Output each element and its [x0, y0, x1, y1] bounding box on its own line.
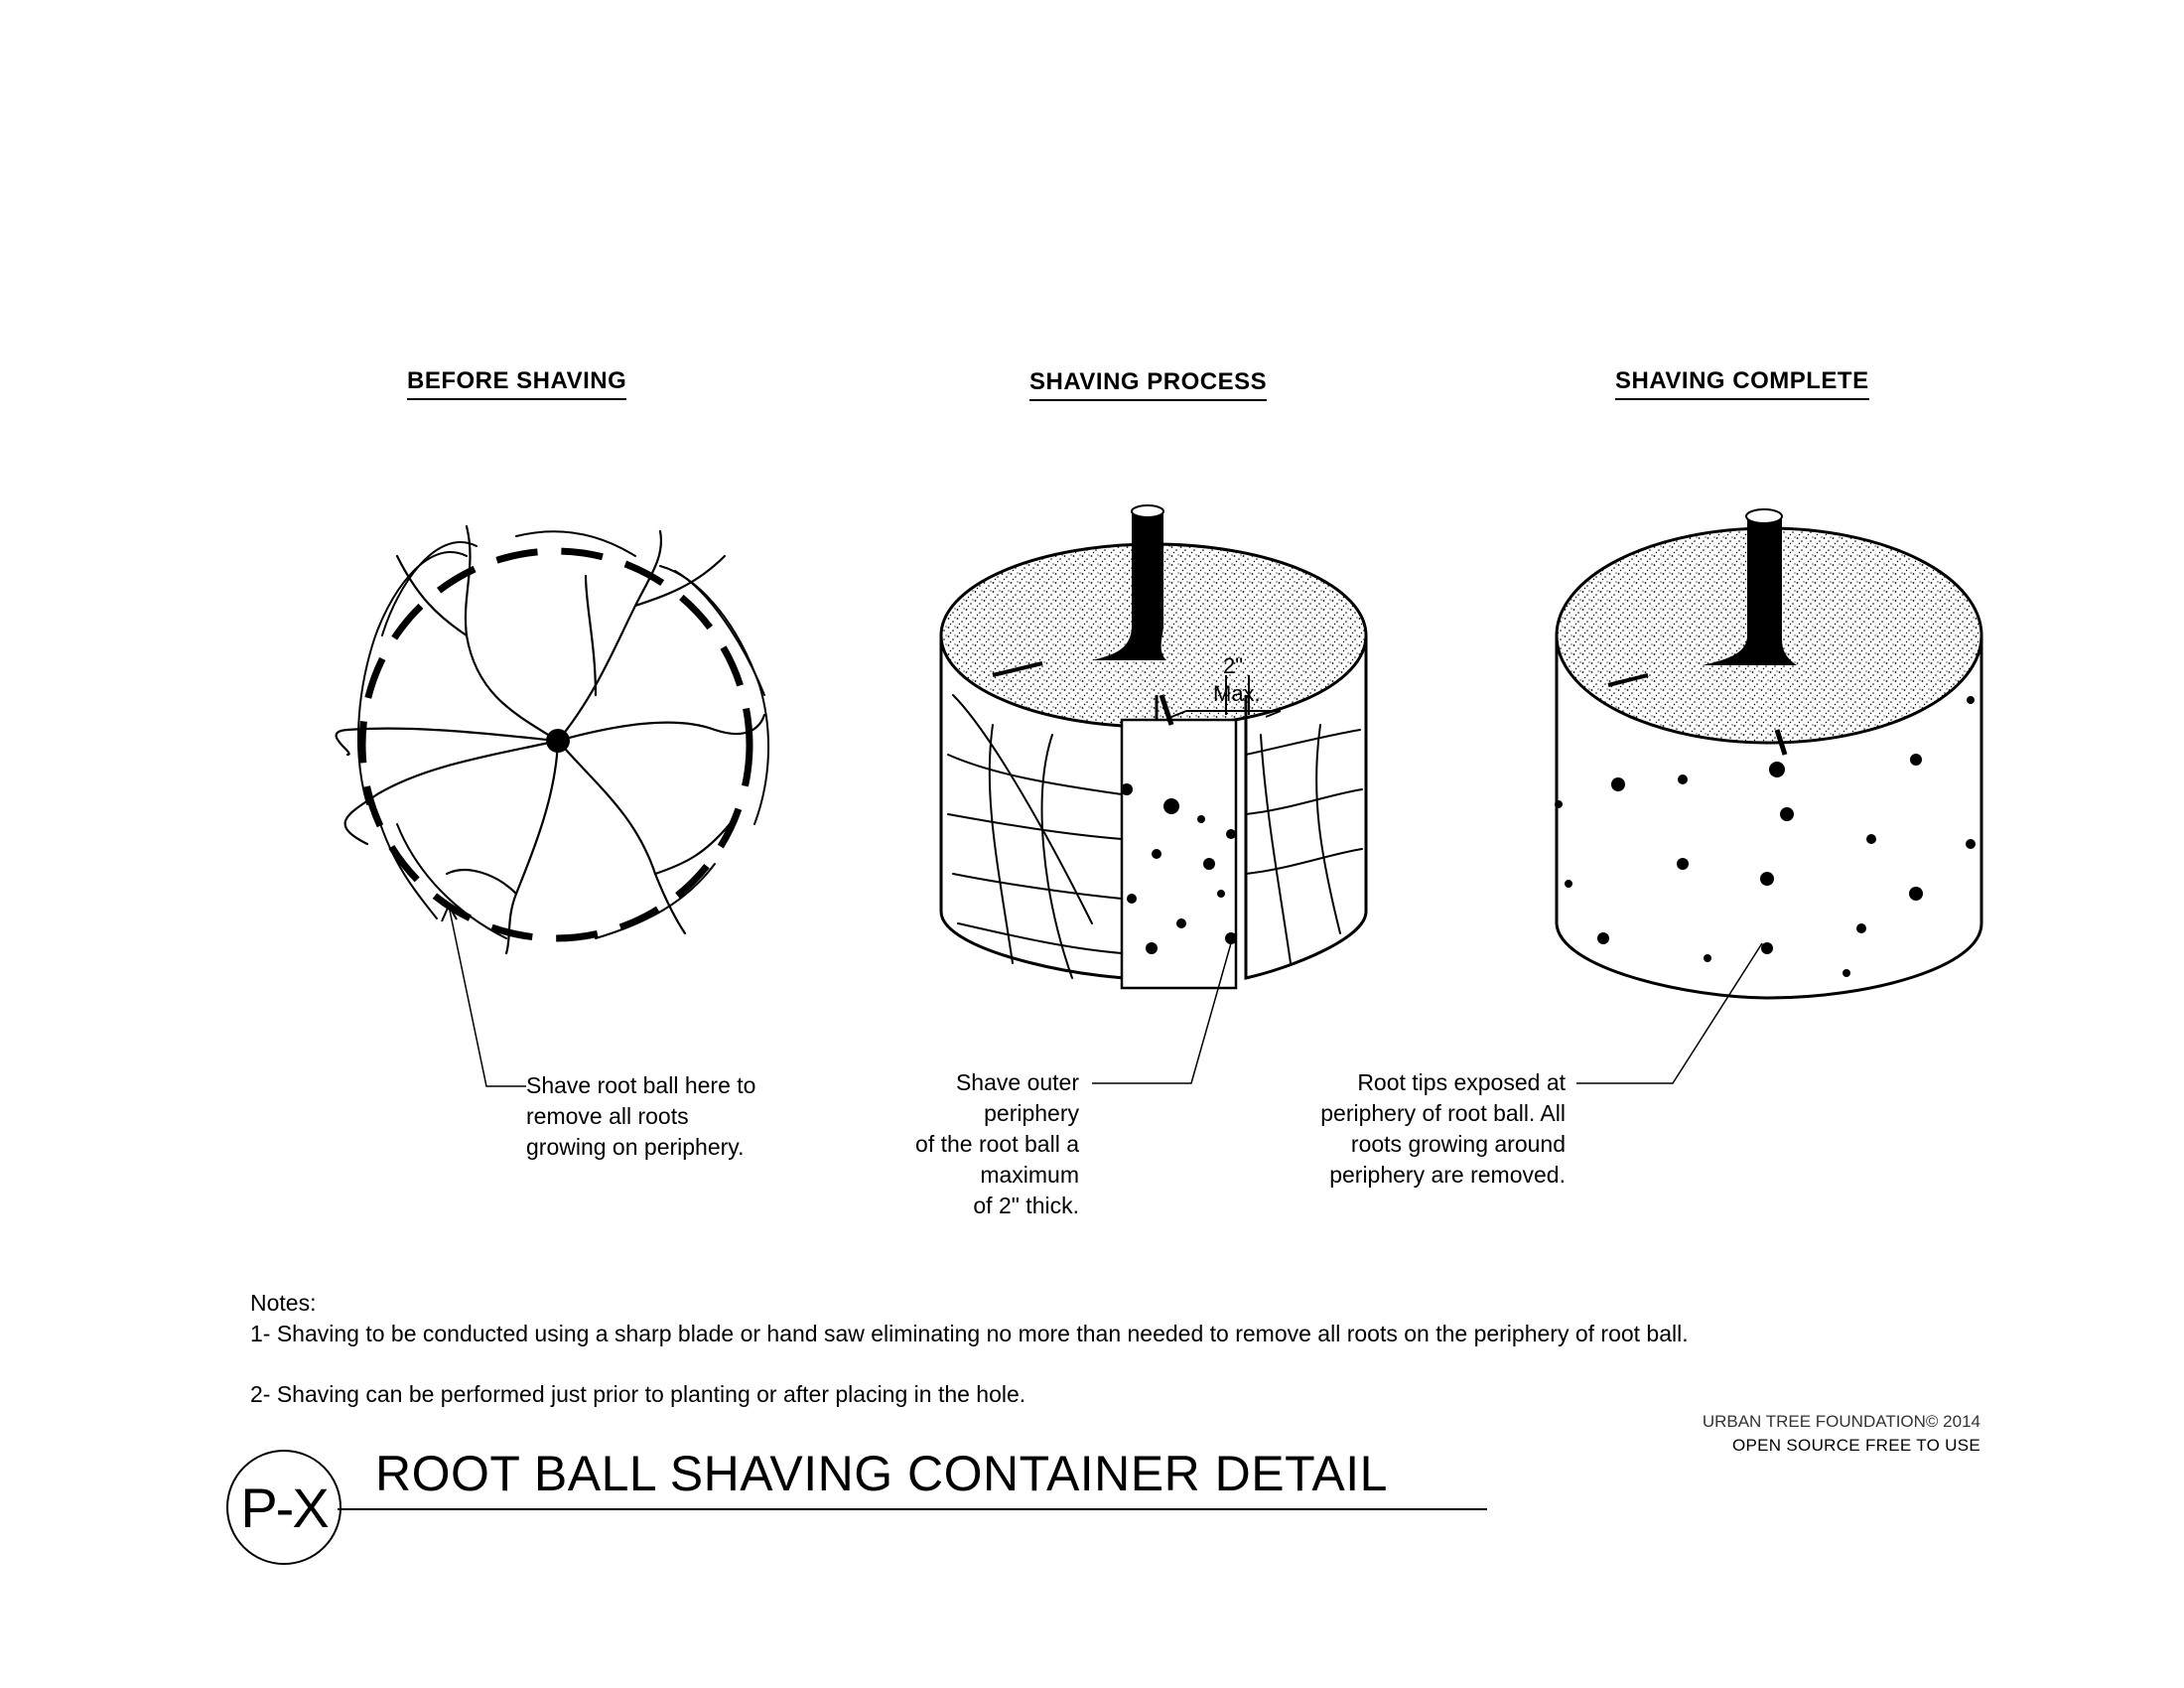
title-underline [338, 1508, 1487, 1510]
callout-before: Shave root ball here to remove all roots… [526, 1072, 756, 1160]
leader-process [1092, 942, 1232, 1084]
leader-complete [1576, 942, 1763, 1084]
dimension-line [1170, 675, 1282, 718]
title-before-shaving: BEFORE SHAVING [407, 367, 627, 400]
notes-block: Notes: 1- Shaving to be conducted using … [250, 1288, 1689, 1410]
root-tips-complete [1555, 696, 1976, 977]
leader-lines [441, 905, 1763, 1087]
trunk-complete [1703, 516, 1797, 665]
shave-line-dashed [358, 547, 753, 942]
trunk [1092, 511, 1166, 660]
complete-rootball [1555, 508, 1983, 1000]
dimension-max: Max. [1213, 681, 1261, 706]
leader-before [448, 905, 526, 1087]
process-rootball [939, 504, 1368, 990]
callout-complete: Root tips exposed at periphery of root b… [1320, 1069, 1566, 1188]
root-tips [1121, 783, 1237, 954]
note-1: 1- Shaving to be conducted using a sharp… [250, 1321, 1689, 1346]
dimension-2in: 2" [1223, 653, 1243, 678]
credit-block: URBAN TREE FOUNDATION© 2014 OPEN SOURCE … [1703, 1410, 1980, 1458]
roots [335, 524, 766, 955]
shaved-strip [1120, 718, 1238, 990]
callout-process: Shave outer periphery of the root ball a… [915, 1069, 1079, 1218]
credit-line-1: URBAN TREE FOUNDATION© 2014 [1702, 1412, 1980, 1431]
notes-heading: Notes: [250, 1290, 317, 1316]
note-2: 2- Shaving can be performed just prior t… [250, 1381, 1026, 1407]
before-rootball-plan [335, 524, 770, 955]
sheet-title: ROOT BALL SHAVING CONTAINER DETAIL [375, 1446, 1388, 1501]
title-shaving-process: SHAVING PROCESS [1029, 368, 1268, 401]
circling-roots [356, 530, 770, 939]
credit-line-2: OPEN SOURCE FREE TO USE [1732, 1436, 1980, 1455]
title-shaving-complete: SHAVING COMPLETE [1615, 367, 1869, 400]
sheet-id-badge: P-X [226, 1450, 341, 1565]
side-roots [947, 694, 1363, 979]
